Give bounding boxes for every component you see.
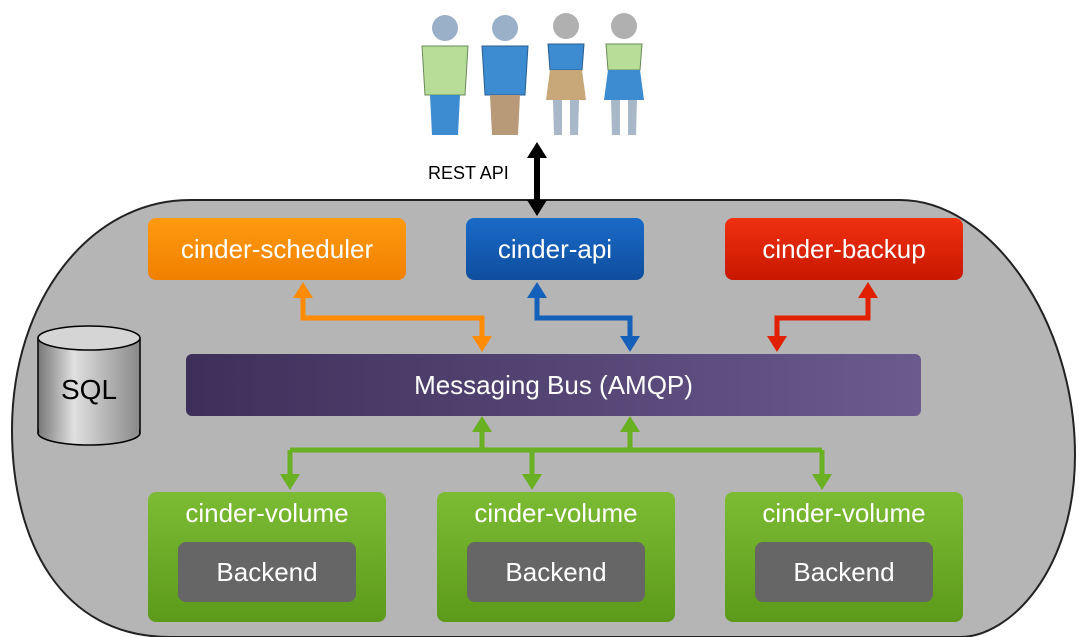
cinder-backup-box: cinder-backup [725,218,963,280]
cinder-api-box: cinder-api [466,218,644,280]
scheduler-bus-arrow [300,298,485,340]
arrow-head [472,416,492,432]
user-icon [481,15,529,135]
cinder-volume-box: cinder-volume Backend [725,492,963,622]
sql-label: SQL [60,374,118,405]
users-group [421,13,644,135]
arrow-head [767,336,787,352]
backend-box: Backend [178,542,356,602]
user-icon [546,13,586,135]
backend-box: Backend [467,542,645,602]
cinder-volume-box: cinder-volume Backend [148,492,386,622]
arrow-head [620,336,640,352]
messaging-bus: Messaging Bus (AMQP) [186,354,921,416]
arrow-head [280,474,300,490]
bus-volume-arrows [287,430,825,475]
arrow-head [620,416,640,432]
backup-bus-arrow [774,298,871,340]
api-bus-arrow [534,298,633,340]
database-icon [37,325,141,446]
rest-api-label: REST API [428,163,509,183]
backend-box: Backend [755,542,933,602]
cinder-volume-label: cinder-volume [474,498,638,528]
user-icon [604,13,644,135]
arrow-head [472,336,492,352]
arrow-head [527,282,547,298]
user-icon [421,15,469,135]
cinder-volume-label: cinder-volume [762,498,926,528]
cinder-volume-box: cinder-volume Backend [437,492,675,622]
cinder-scheduler-box: cinder-scheduler [148,218,406,280]
arrow-head [293,282,313,298]
rest-api-arrow [527,142,547,216]
arrow-head [522,474,542,490]
arrow-head [858,282,878,298]
cinder-volume-label: cinder-volume [185,498,349,528]
arrow-head [812,474,832,490]
